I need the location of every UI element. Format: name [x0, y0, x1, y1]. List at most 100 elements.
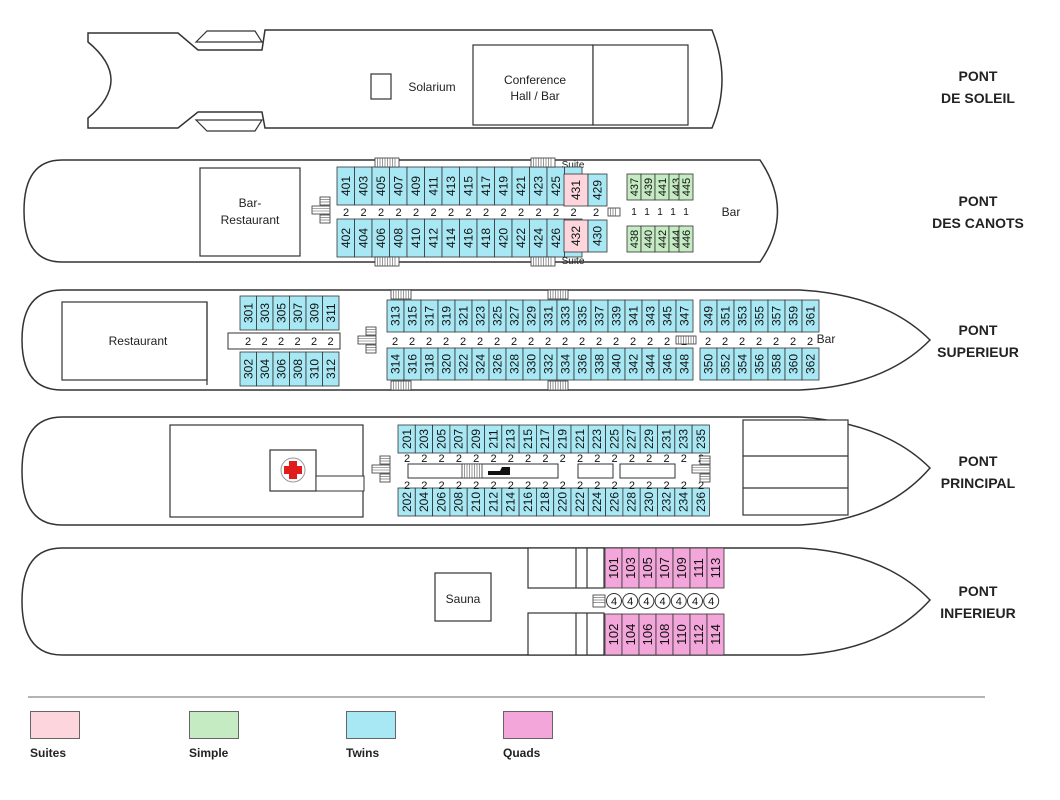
cabin-230[interactable]: 230 — [639, 487, 658, 517]
cabin-302[interactable]: 302 — [239, 351, 257, 387]
cabin-106[interactable]: 106 — [638, 613, 657, 656]
cabin-211[interactable]: 211 — [484, 424, 503, 454]
cabin-417[interactable]: 417 — [476, 166, 495, 206]
cabin-440[interactable]: 440 — [640, 225, 656, 253]
cabin-111[interactable]: 111 — [689, 547, 708, 589]
cabin-219[interactable]: 219 — [553, 424, 572, 454]
cabin-216[interactable]: 216 — [518, 487, 537, 517]
cabin-222[interactable]: 222 — [570, 487, 589, 517]
cabin-424[interactable]: 424 — [529, 218, 548, 258]
cabin-203[interactable]: 203 — [414, 424, 433, 454]
cabin-332[interactable]: 332 — [539, 347, 558, 381]
cabin-338[interactable]: 338 — [590, 347, 609, 381]
cabin-202[interactable]: 202 — [397, 487, 416, 517]
cabin-309[interactable]: 309 — [305, 295, 323, 331]
cabin-226[interactable]: 226 — [605, 487, 624, 517]
cabin-357[interactable]: 357 — [767, 299, 786, 333]
cabin-362[interactable]: 362 — [801, 347, 820, 381]
cabin-311[interactable]: 311 — [322, 295, 340, 331]
cabin-316[interactable]: 316 — [403, 347, 422, 381]
cabin-328[interactable]: 328 — [505, 347, 524, 381]
cabin-229[interactable]: 229 — [639, 424, 658, 454]
cabin-358[interactable]: 358 — [767, 347, 786, 381]
cabin-109[interactable]: 109 — [672, 547, 691, 589]
cabin-325[interactable]: 325 — [488, 299, 507, 333]
cabin-102[interactable]: 102 — [604, 613, 623, 656]
cabin-112[interactable]: 112 — [689, 613, 708, 656]
cabin-320[interactable]: 320 — [437, 347, 456, 381]
cabin-308[interactable]: 308 — [289, 351, 307, 387]
cabin-335[interactable]: 335 — [573, 299, 592, 333]
cabin-420[interactable]: 420 — [494, 218, 513, 258]
cabin-236[interactable]: 236 — [691, 487, 710, 517]
cabin-344[interactable]: 344 — [641, 347, 660, 381]
cabin-410[interactable]: 410 — [406, 218, 425, 258]
cabin-327[interactable]: 327 — [505, 299, 524, 333]
cabin-207[interactable]: 207 — [449, 424, 468, 454]
cabin-356[interactable]: 356 — [750, 347, 769, 381]
cabin-350[interactable]: 350 — [699, 347, 718, 381]
cabin-349[interactable]: 349 — [699, 299, 718, 333]
cabin-402[interactable]: 402 — [336, 218, 355, 258]
cabin-442[interactable]: 442 — [654, 225, 670, 253]
cabin-114[interactable]: 114 — [706, 613, 725, 656]
cabin-224[interactable]: 224 — [587, 487, 606, 517]
cabin-415[interactable]: 415 — [459, 166, 478, 206]
cabin-359[interactable]: 359 — [784, 299, 803, 333]
cabin-429[interactable]: 429 — [587, 173, 608, 207]
cabin-407[interactable]: 407 — [389, 166, 408, 206]
cabin-315[interactable]: 315 — [403, 299, 422, 333]
cabin-432[interactable]: 432 — [563, 219, 589, 253]
cabin-310[interactable]: 310 — [305, 351, 323, 387]
cabin-409[interactable]: 409 — [406, 166, 425, 206]
cabin-301[interactable]: 301 — [239, 295, 257, 331]
cabin-343[interactable]: 343 — [641, 299, 660, 333]
cabin-105[interactable]: 105 — [638, 547, 657, 589]
cabin-212[interactable]: 212 — [484, 487, 503, 517]
cabin-312[interactable]: 312 — [322, 351, 340, 387]
cabin-213[interactable]: 213 — [501, 424, 520, 454]
cabin-321[interactable]: 321 — [454, 299, 473, 333]
cabin-346[interactable]: 346 — [658, 347, 677, 381]
cabin-208[interactable]: 208 — [449, 487, 468, 517]
cabin-441[interactable]: 441 — [654, 173, 670, 201]
cabin-223[interactable]: 223 — [587, 424, 606, 454]
cabin-113[interactable]: 113 — [706, 547, 725, 589]
cabin-401[interactable]: 401 — [336, 166, 355, 206]
cabin-304[interactable]: 304 — [256, 351, 274, 387]
cabin-416[interactable]: 416 — [459, 218, 478, 258]
cabin-352[interactable]: 352 — [716, 347, 735, 381]
cabin-220[interactable]: 220 — [553, 487, 572, 517]
cabin-351[interactable]: 351 — [716, 299, 735, 333]
cabin-334[interactable]: 334 — [556, 347, 575, 381]
cabin-406[interactable]: 406 — [371, 218, 390, 258]
cabin-218[interactable]: 218 — [536, 487, 555, 517]
cabin-324[interactable]: 324 — [471, 347, 490, 381]
cabin-439[interactable]: 439 — [640, 173, 656, 201]
cabin-221[interactable]: 221 — [570, 424, 589, 454]
cabin-431[interactable]: 431 — [563, 173, 589, 207]
cabin-330[interactable]: 330 — [522, 347, 541, 381]
cabin-348[interactable]: 348 — [675, 347, 694, 381]
cabin-423[interactable]: 423 — [529, 166, 548, 206]
cabin-303[interactable]: 303 — [256, 295, 274, 331]
cabin-403[interactable]: 403 — [354, 166, 373, 206]
cabin-336[interactable]: 336 — [573, 347, 592, 381]
cabin-314[interactable]: 314 — [386, 347, 405, 381]
cabin-323[interactable]: 323 — [471, 299, 490, 333]
cabin-333[interactable]: 333 — [556, 299, 575, 333]
cabin-317[interactable]: 317 — [420, 299, 439, 333]
cabin-412[interactable]: 412 — [424, 218, 443, 258]
cabin-347[interactable]: 347 — [675, 299, 694, 333]
cabin-329[interactable]: 329 — [522, 299, 541, 333]
cabin-231[interactable]: 231 — [657, 424, 676, 454]
cabin-430[interactable]: 430 — [587, 219, 608, 253]
cabin-355[interactable]: 355 — [750, 299, 769, 333]
cabin-228[interactable]: 228 — [622, 487, 641, 517]
cabin-306[interactable]: 306 — [272, 351, 290, 387]
cabin-110[interactable]: 110 — [672, 613, 691, 656]
cabin-340[interactable]: 340 — [607, 347, 626, 381]
cabin-104[interactable]: 104 — [621, 613, 640, 656]
cabin-341[interactable]: 341 — [624, 299, 643, 333]
cabin-438[interactable]: 438 — [626, 225, 642, 253]
